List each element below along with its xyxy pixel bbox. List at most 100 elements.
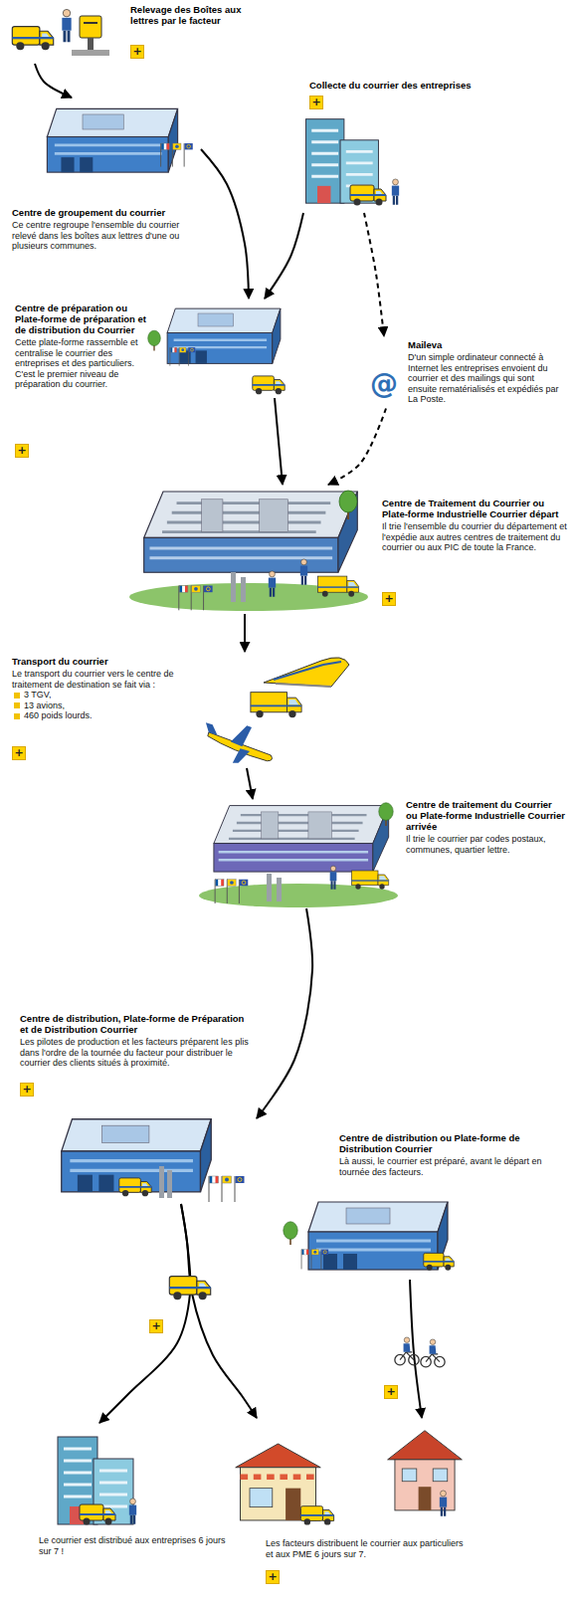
step-heading: Collecte du courrier des entreprises xyxy=(309,79,534,91)
house xyxy=(387,1430,463,1511)
letter-box xyxy=(79,15,102,38)
more-button: + xyxy=(309,95,324,110)
step-heading: Centre de traitement du Courrier ou Plat… xyxy=(405,798,566,832)
more-button: + xyxy=(382,591,396,606)
step-text: Le courrier est distribué aux entreprise… xyxy=(38,1534,234,1556)
flow-arrow xyxy=(243,613,246,652)
flow-arrow xyxy=(99,1203,191,1423)
postal-van xyxy=(423,1252,454,1270)
step-heading: Centre de distribution ou Plate-forme de… xyxy=(339,1132,559,1154)
postal-van xyxy=(300,1506,334,1526)
arrival-plant xyxy=(198,802,398,908)
mailbox-scene xyxy=(11,8,110,56)
building xyxy=(46,108,178,173)
text-block: MailevaD'un simple ordinateur connecté à… xyxy=(407,339,566,405)
process-step: Centre de distribution ou Plate-forme de… xyxy=(280,1130,570,1280)
flags xyxy=(301,1249,329,1270)
text-block: Transport du courrierLe transport du cou… xyxy=(11,655,206,722)
pillar xyxy=(276,877,282,902)
flags xyxy=(170,347,195,367)
postman xyxy=(61,8,71,42)
postal-van xyxy=(169,1276,210,1301)
text-block: Les facteurs distribuent le courrier aux… xyxy=(265,1537,470,1559)
step-heading: Centre de groupement du courrier xyxy=(11,206,199,218)
departure-plant xyxy=(129,490,369,611)
process-step: Centre de distribution, Plate-forme de P… xyxy=(17,1009,257,1204)
flags xyxy=(179,585,213,611)
flow-arrow xyxy=(34,63,72,98)
tree xyxy=(283,1221,298,1245)
step-text: D'un simple ordinateur connecté à Intern… xyxy=(407,352,566,405)
text-block: Centre de distribution, Plate-forme de P… xyxy=(19,1012,255,1069)
tgv xyxy=(263,657,350,687)
flow-arrow xyxy=(200,149,249,299)
postal-van xyxy=(252,376,285,394)
process-step: Centre de préparation ou Plate-forme de … xyxy=(11,298,296,398)
list-item: 13 avions, xyxy=(11,700,206,712)
building xyxy=(167,308,281,364)
letter-slot xyxy=(83,21,98,24)
process-step: Centre de Traitement du Courrier ou Plat… xyxy=(132,484,571,614)
pillar xyxy=(159,1165,165,1198)
flow-arrow xyxy=(264,212,304,299)
more-button: + xyxy=(149,1319,164,1334)
plane xyxy=(205,722,273,763)
pillar xyxy=(230,572,236,602)
step-text: Il trie le courrier par codes postaux, c… xyxy=(405,833,566,855)
step-heading: Centre de Traitement du Courrier ou Plat… xyxy=(382,497,568,520)
text-block: Centre de distribution ou Plate-forme de… xyxy=(339,1132,559,1177)
lawn xyxy=(198,883,398,908)
text-block: Relevage des Boîtes aux lettres par le f… xyxy=(130,3,245,28)
text-block: Centre de groupement du courrierCe centr… xyxy=(11,206,199,252)
step-text: Les pilotes de production et les facteur… xyxy=(19,1036,255,1069)
letter-box-post xyxy=(87,37,94,52)
worker xyxy=(330,865,338,890)
text-block: Centre de traitement du Courrier ou Plat… xyxy=(405,798,566,855)
list-item: 3 TGV, xyxy=(11,689,206,701)
step-heading: Transport du courrier xyxy=(11,655,206,667)
step-heading: Maileva xyxy=(407,339,566,351)
office-building xyxy=(57,1436,134,1525)
distribution-centre xyxy=(61,1119,245,1202)
at-symbol: @ xyxy=(370,369,398,399)
postal-van xyxy=(350,185,386,206)
pillar xyxy=(167,1169,173,1198)
worker xyxy=(268,571,276,597)
more-button: + xyxy=(14,443,29,458)
tree xyxy=(339,490,358,520)
company-scene xyxy=(305,119,399,206)
more-button: + xyxy=(383,1384,398,1399)
step-text: Là aussi, le courrier est préparé, avant… xyxy=(339,1155,559,1177)
step-text: Il trie l'ensemble du courrier du départ… xyxy=(382,521,568,554)
pillar xyxy=(240,576,246,602)
step-text: Les facteurs distribuent le courrier aux… xyxy=(265,1537,470,1559)
text-block: Centre de préparation ou Plate-forme de … xyxy=(14,302,155,390)
flow-arrow xyxy=(274,397,283,485)
step-text: Ce centre regroupe l'ensemble du courrie… xyxy=(11,219,199,252)
process-step: Centre de traitement du Courrier ou Plat… xyxy=(203,798,568,909)
text-block: Centre de Traitement du Courrier ou Plat… xyxy=(382,497,568,554)
preparation-centre xyxy=(148,308,286,394)
pavement xyxy=(71,49,110,56)
flags xyxy=(208,1175,245,1202)
postman xyxy=(391,179,399,205)
postal-van xyxy=(11,26,53,51)
distribution-platform xyxy=(283,1201,454,1271)
step-text: Le transport du courrier vers le centre … xyxy=(11,668,206,690)
worker xyxy=(300,559,308,585)
list-item: 460 poids lourds. xyxy=(11,710,206,722)
flags xyxy=(214,879,248,904)
homes-destination xyxy=(235,1430,463,1526)
truck xyxy=(317,575,359,597)
process-step: Relevage des Boîtes aux lettres par le f… xyxy=(7,3,249,64)
more-button: + xyxy=(130,44,145,59)
step-heading: Centre de distribution, Plate-forme de P… xyxy=(19,1012,255,1035)
process-step: Transport du courrierLe transport du cou… xyxy=(9,651,359,768)
postal-van xyxy=(119,1177,152,1196)
text-block: Le courrier est distribué aux entreprise… xyxy=(38,1534,234,1556)
flow-arrow xyxy=(181,1203,257,1418)
truck xyxy=(250,692,302,719)
flow-arrow xyxy=(256,908,313,1119)
